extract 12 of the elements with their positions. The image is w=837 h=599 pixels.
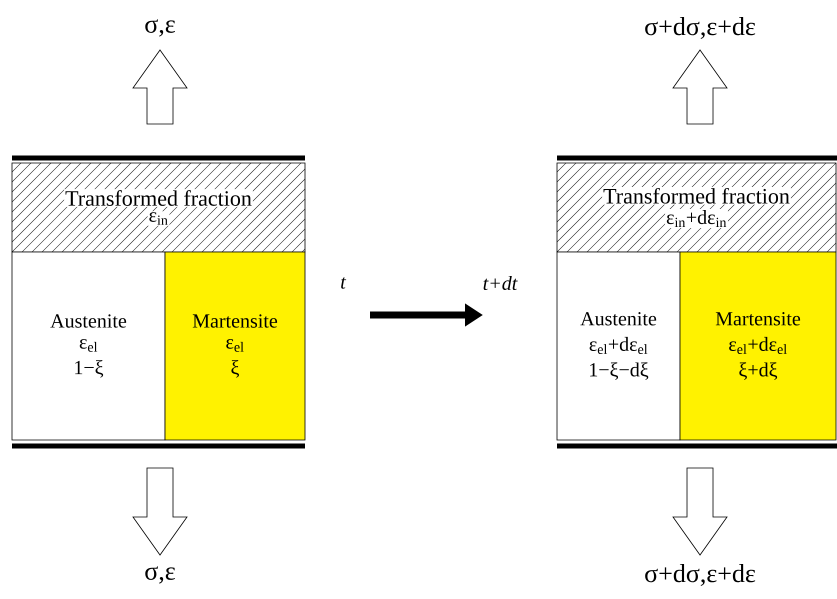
stress-strain-label: σ,ε: [145, 566, 175, 584]
time-label: t+dt: [484, 276, 518, 290]
stress-strain-label: σ+dσ,ε+dε: [645, 16, 756, 39]
phase-cell: Austenite ε$_{el}$ 1−ξ: [12, 252, 166, 440]
hatched-band: Transformed fraction ε$_{in}$+dε$_{in}$: [556, 162, 836, 252]
phase-cell: Martensite ε$_{el}$+dε$_{el}$ ξ+dξ: [680, 252, 836, 440]
time-label: t: [341, 277, 346, 289]
phase-cell: Martensite ε$_{el}$ ξ: [164, 252, 306, 440]
phase-cell: Austenite ε$_{el}$+dε$_{el}$ 1−ξ−dξ: [556, 252, 680, 440]
stress-strain-label: σ,ε: [145, 19, 175, 37]
hatched-band: Transformed fraction ε$_{in}$: [12, 162, 306, 252]
stress-strain-label: σ+dσ,ε+dε: [645, 564, 756, 586]
